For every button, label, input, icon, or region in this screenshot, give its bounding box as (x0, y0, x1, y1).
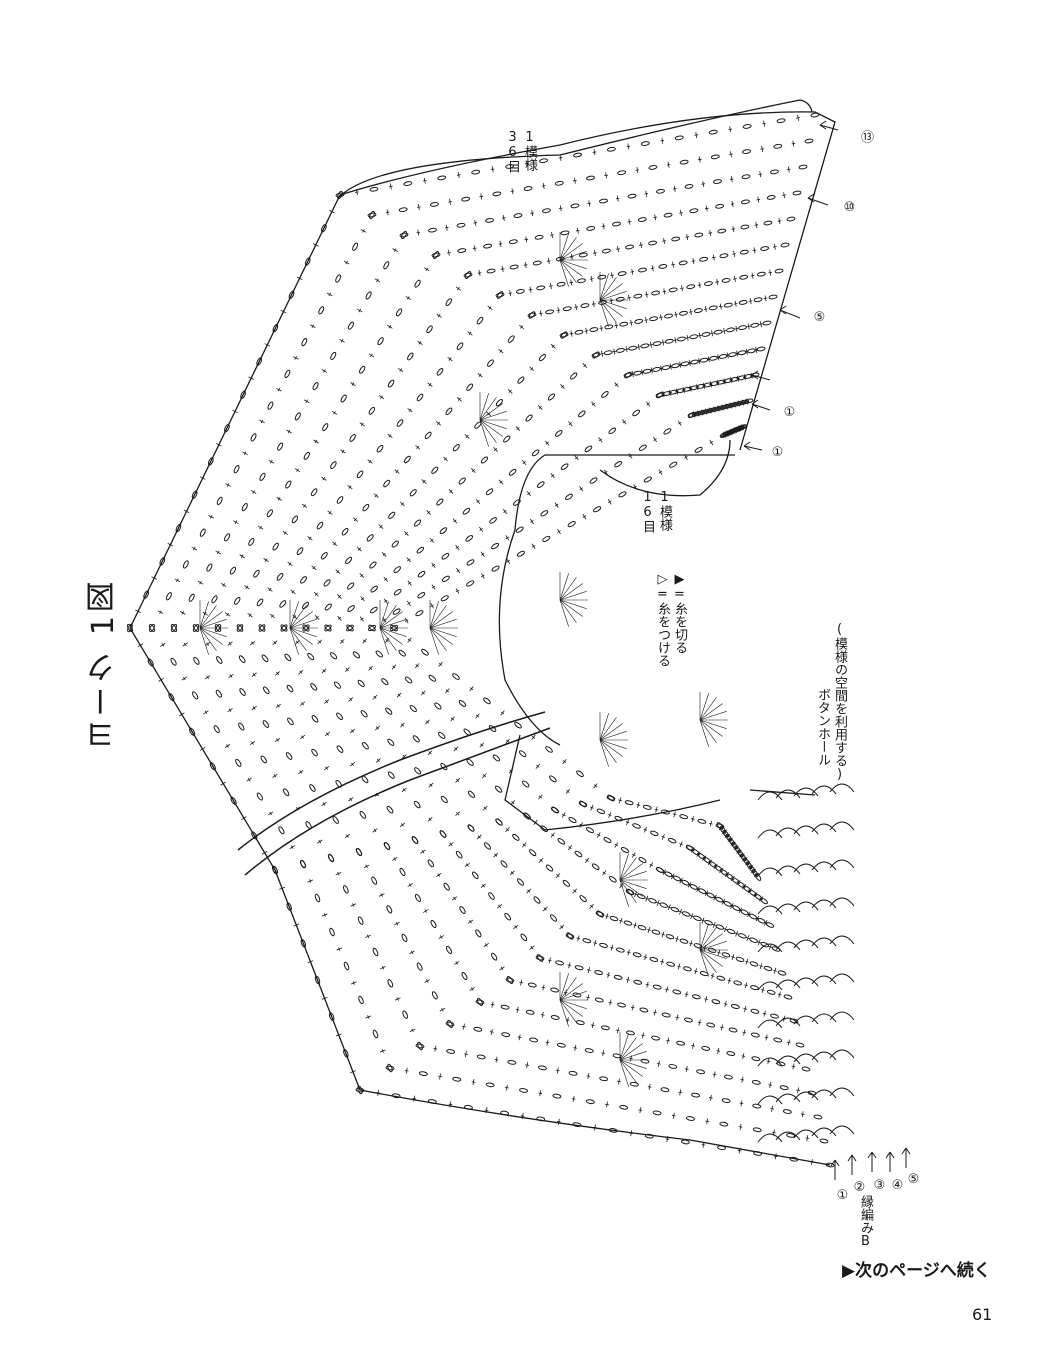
edge-row-3: ③ (872, 1178, 887, 1193)
row-marker-10: ⑩ (842, 200, 857, 215)
stitch-pattern (126, 112, 855, 1168)
top-repeat-label: 36目 (505, 130, 520, 173)
legend-cut-yarn: ▶=糸を切る (672, 572, 687, 654)
buttonhole-leader (749, 789, 816, 796)
row-marker-5: ⑤ (812, 310, 827, 325)
buttonhole-label: ボタンホール (815, 688, 830, 766)
buttonhole-note: (模様の空間を利用する) (832, 622, 847, 782)
legend-join-yarn: ▷=糸をつける (655, 572, 670, 667)
continue-next-page: ▶次のページへ続く (842, 1261, 991, 1281)
neck-opening (498, 454, 735, 746)
outer-edge-lower (129, 627, 831, 1166)
inner-repeat-label: 16目 (640, 490, 655, 533)
diagram-title: ヨーク 1図 (86, 578, 121, 751)
row-marker-1a: ① (782, 405, 797, 420)
top-repeat-bracket (339, 99, 813, 197)
edge-row-2: ② (852, 1180, 867, 1195)
break-line-2 (244, 727, 551, 876)
inner-repeat-bracket (599, 439, 731, 497)
page-number: 61 (972, 1305, 993, 1324)
edging-label: 縁編みB (858, 1195, 873, 1249)
neck-opening-lower (504, 734, 721, 831)
break-line-1 (237, 711, 546, 851)
row-marker-1b: ① (770, 445, 785, 460)
edge-row-1: ① (835, 1188, 850, 1203)
inner-repeat-unit: 1模様 (657, 490, 672, 531)
edge-row-5: ⑤ (906, 1172, 921, 1187)
edge-row-4: ④ (890, 1178, 905, 1193)
yoke-outline (129, 99, 836, 1166)
outer-edge (129, 111, 836, 629)
top-repeat-unit: 1模様 (522, 130, 537, 171)
row-arrows (743, 120, 911, 1180)
row-marker-13: ⑬ (858, 130, 873, 143)
